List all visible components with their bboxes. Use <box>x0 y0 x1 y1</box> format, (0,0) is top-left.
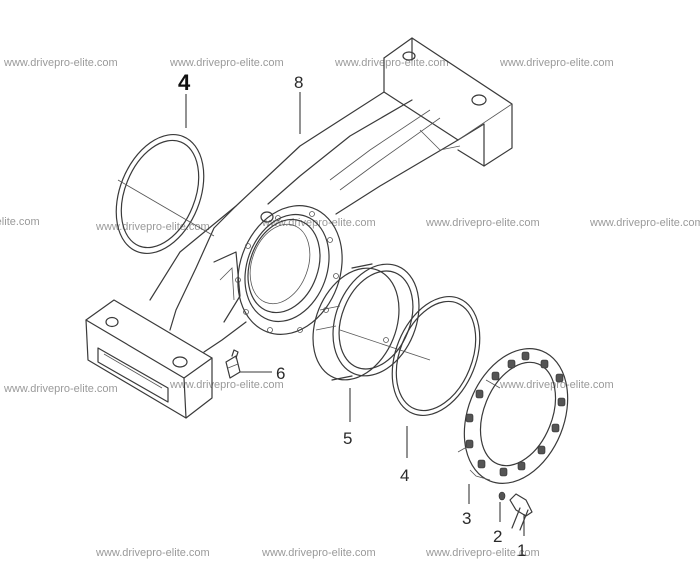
watermark: www.drivepro-elite.com <box>3 57 118 69</box>
o-ring-right-part <box>391 295 481 417</box>
callout-2: 2 <box>493 527 502 546</box>
callout-labels: 8 4 6 5 4 3 2 1 <box>178 70 526 560</box>
callout-5: 5 <box>343 429 352 448</box>
watermark: www.drivepro-elite.com <box>261 217 376 229</box>
callout-4-top: 4 <box>178 70 191 95</box>
callout-1: 1 <box>517 541 526 560</box>
callout-6: 6 <box>276 364 285 383</box>
watermark: www.drivepro-elite.com <box>95 547 210 559</box>
watermark: www.drivepro-elite.com <box>0 216 40 228</box>
watermark: www.drivepro-elite.com <box>425 547 540 559</box>
washer-part <box>498 491 506 501</box>
watermark-layer: www.drivepro-elite.com www.drivepro-elit… <box>0 57 700 559</box>
leader-lines <box>185 92 525 536</box>
watermark: www.drivepro-elite.com <box>499 57 614 69</box>
watermark: www.drivepro-elite.com <box>589 217 700 229</box>
cover-plate-part <box>457 348 569 484</box>
watermark: www.drivepro-elite.com <box>169 57 284 69</box>
axle-housing-part <box>85 37 513 419</box>
watermark: www.drivepro-elite.com <box>499 379 614 391</box>
watermark: www.drivepro-elite.com <box>95 221 210 233</box>
watermark: www.drivepro-elite.com <box>3 383 118 395</box>
callout-8: 8 <box>294 73 303 92</box>
watermark: www.drivepro-elite.com <box>334 57 449 69</box>
bolt-part <box>509 493 533 531</box>
watermark: www.drivepro-elite.com <box>169 379 284 391</box>
grease-nipple-part <box>225 349 241 379</box>
watermark: www.drivepro-elite.com <box>425 217 540 229</box>
o-ring-left-part <box>115 133 215 255</box>
cover-plate-studs <box>457 351 566 477</box>
watermark: www.drivepro-elite.com <box>261 547 376 559</box>
callout-3: 3 <box>462 509 471 528</box>
callout-4-bottom: 4 <box>400 466 409 485</box>
